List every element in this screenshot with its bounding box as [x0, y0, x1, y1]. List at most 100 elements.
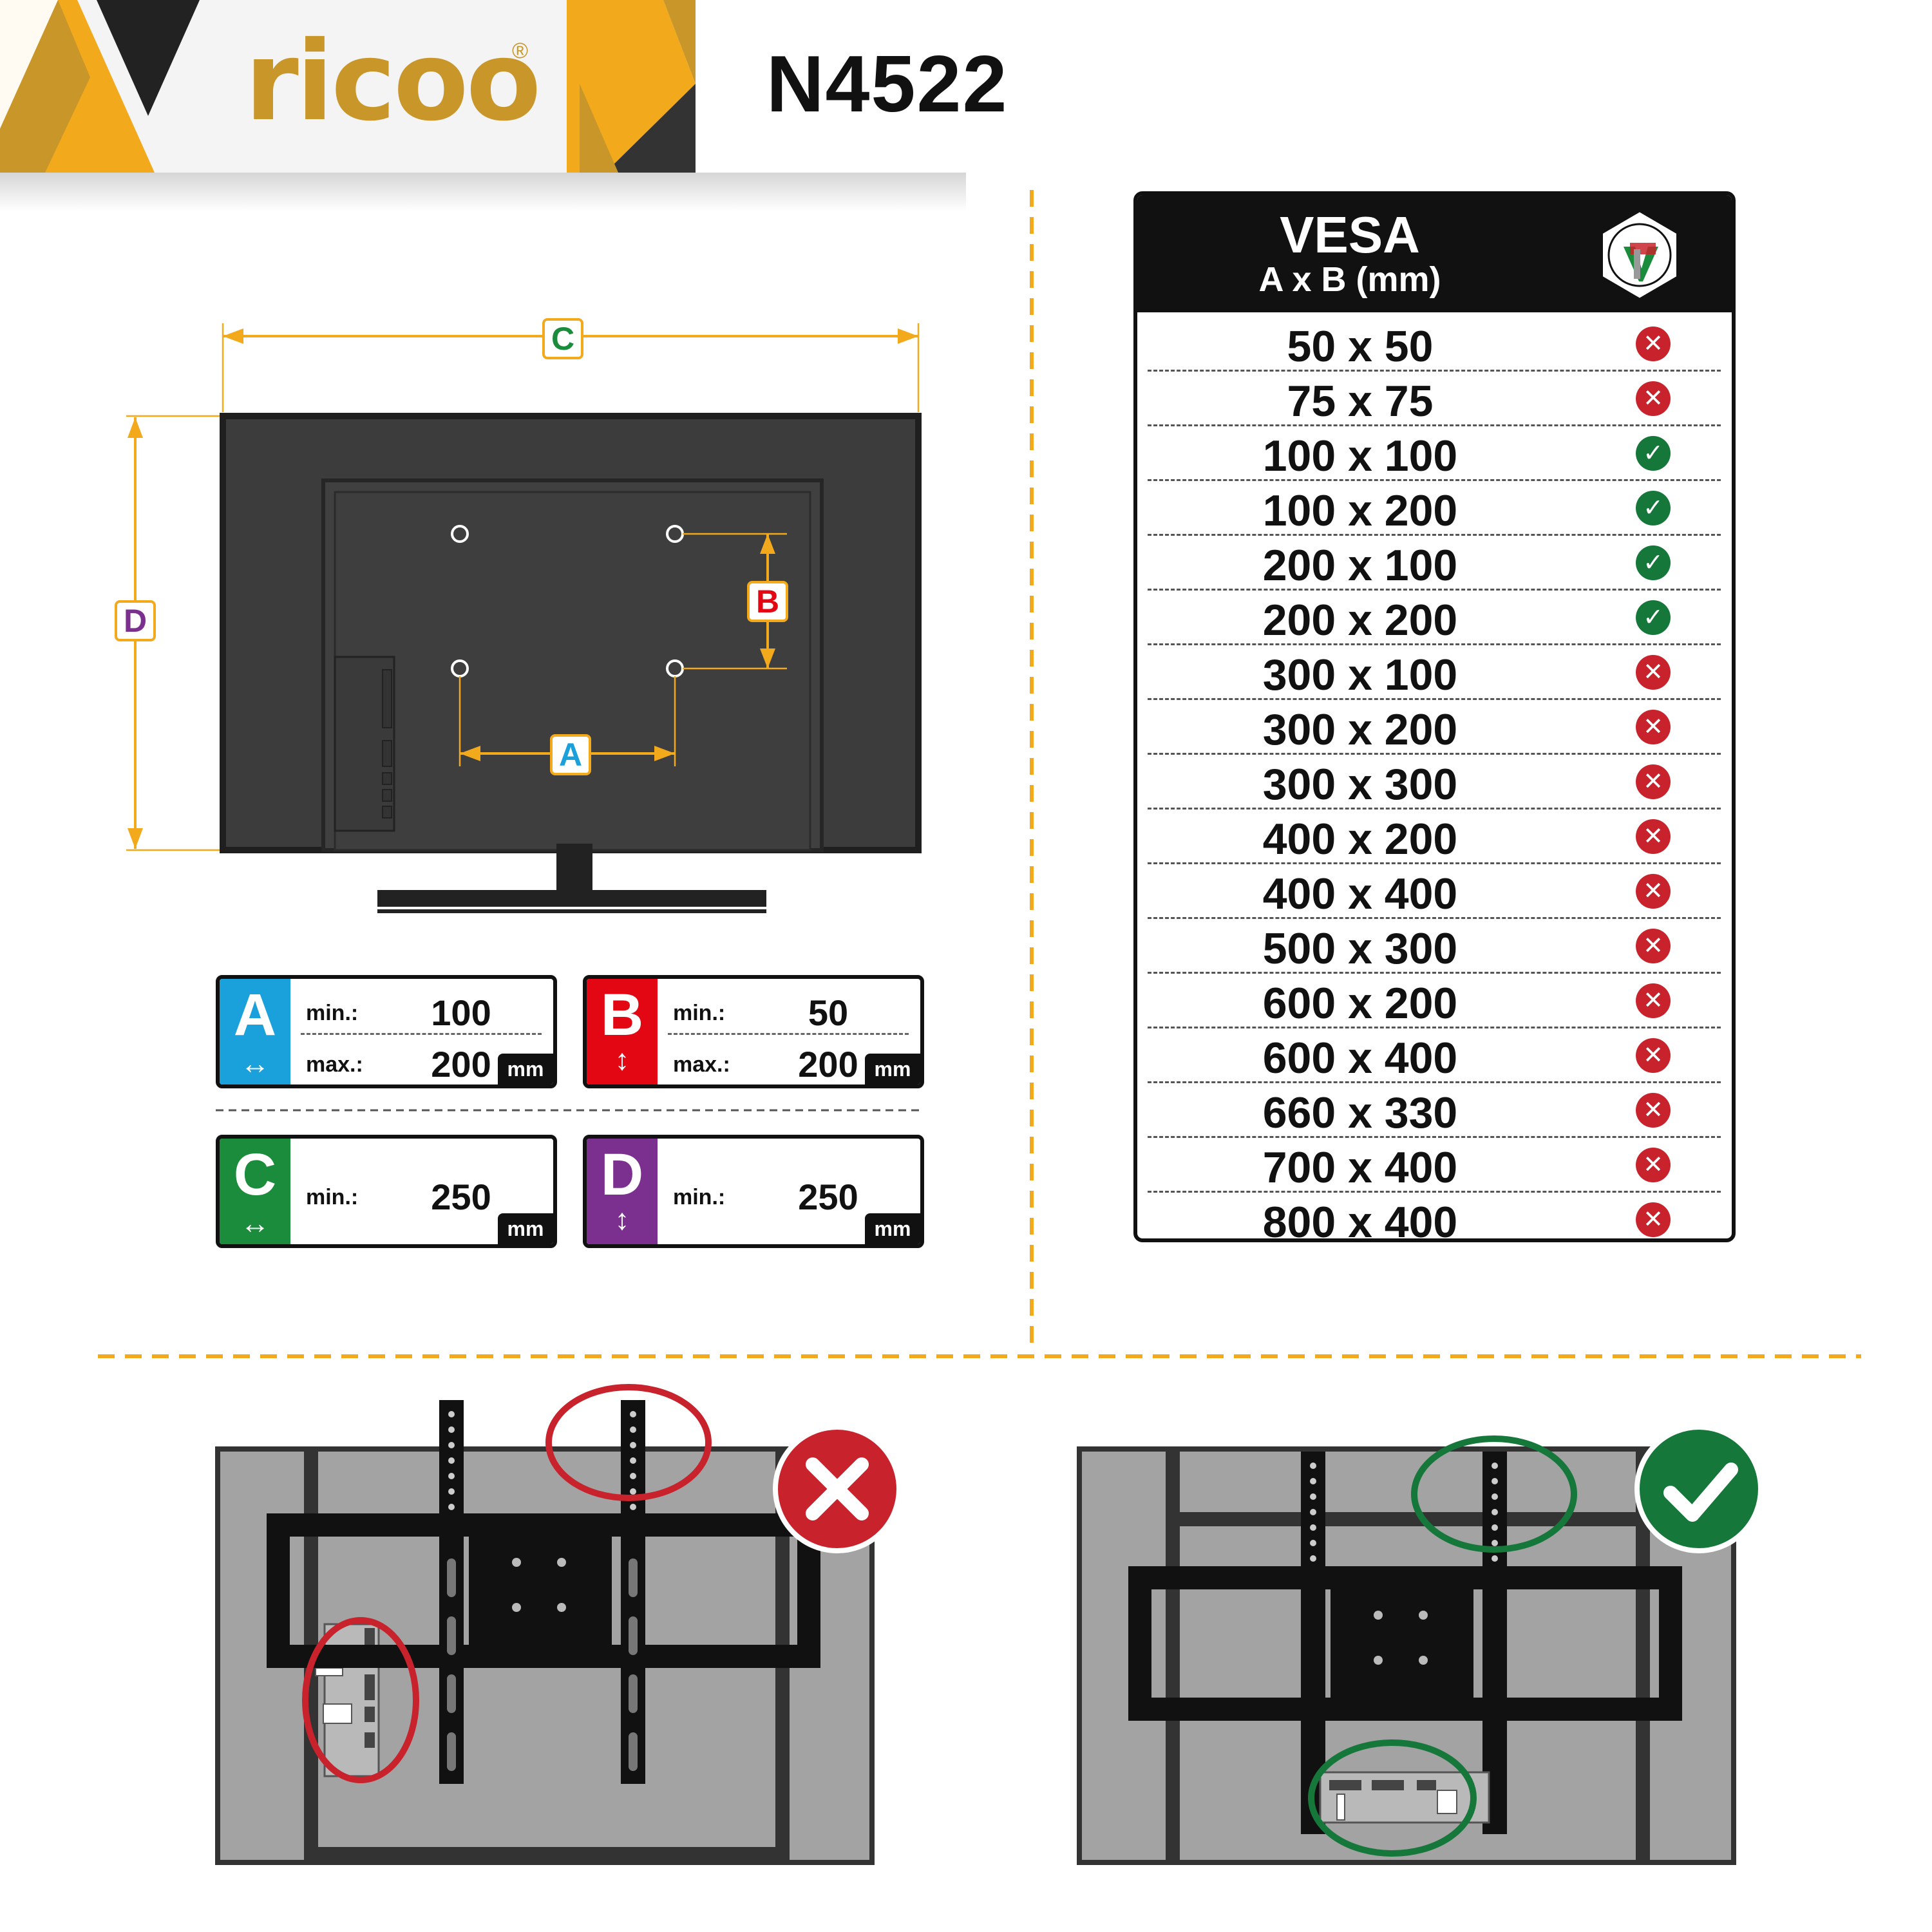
spec-unit: mm [498, 1054, 553, 1084]
x-circle-icon: ✕ [1636, 929, 1671, 963]
vesa-row: 400 x 400 ✕ [1148, 862, 1721, 919]
spec-min-value: 250 [798, 1177, 858, 1217]
spec-separator [301, 1033, 542, 1035]
vesa-size: 50 x 50 [1287, 322, 1434, 371]
vesa-row: 700 x 400 ✕ [1148, 1136, 1721, 1193]
spec-min-value: 250 [431, 1177, 491, 1217]
vesa-row: 300 x 300 ✕ [1148, 753, 1721, 810]
vesa-table-header: VESA A x B (mm) [1137, 195, 1732, 312]
vertical-arrow-icon: ↕ [614, 1043, 630, 1076]
vesa-size: 600 x 400 [1262, 1034, 1458, 1083]
section-dividers [98, 190, 1861, 1358]
vertical-arrow-icon: ↕ [614, 1202, 630, 1236]
spec-min-label: min.: [306, 1001, 359, 1025]
x-circle-icon: ✕ [1636, 1093, 1671, 1128]
spec-strip-b [587, 979, 658, 1084]
spec-box-a: A ↔ min.: 100 max.: 200 mm [216, 975, 557, 1088]
vesa-size: 400 x 200 [1262, 815, 1458, 864]
vesa-row: 600 x 400 ✕ [1148, 1027, 1721, 1083]
check-circle-icon: ✓ [1636, 600, 1671, 635]
brand-logo: ricoo [245, 18, 541, 146]
vesa-compatibility-table: VESA A x B (mm) 50 x 50 ✕ 75 x 75 ✕ 100 x 10… [1133, 191, 1736, 1242]
vesa-row: 800 x 400 ✕ [1148, 1191, 1721, 1242]
vesa-size: 300 x 100 [1262, 650, 1458, 699]
spec-min-label: min.: [673, 1001, 726, 1025]
vesa-size: 700 x 400 [1262, 1143, 1458, 1192]
vesa-size: 300 x 200 [1262, 705, 1458, 754]
vesa-row: 600 x 200 ✕ [1148, 972, 1721, 1028]
horizontal-arrow-icon: ↔ [240, 1206, 270, 1240]
x-circle-icon: ✕ [1636, 655, 1671, 690]
header-banner [0, 0, 966, 211]
spec-unit: mm [865, 1054, 920, 1084]
vesa-row: 500 x 300 ✕ [1148, 917, 1721, 974]
spec-unit: mm [498, 1213, 553, 1244]
spec-divider [216, 1109, 924, 1112]
vesa-row: 100 x 200 ✓ [1148, 479, 1721, 536]
vesa-subtitle: A x B (mm) [1258, 260, 1441, 299]
vesa-row: 200 x 200 ✓ [1148, 589, 1721, 645]
spec-min-value: 50 [808, 992, 849, 1033]
vesa-size: 800 x 400 [1262, 1198, 1458, 1242]
vesa-size: 100 x 200 [1262, 486, 1458, 535]
spec-min-label: min.: [673, 1185, 726, 1209]
dimension-b-badge: B [747, 581, 788, 622]
vesa-row: 400 x 200 ✕ [1148, 808, 1721, 864]
spec-separator [668, 1033, 909, 1035]
x-circle-icon: ✕ [1636, 327, 1671, 361]
spec-box-b: B ↕ min.: 50 max.: 200 mm [583, 975, 924, 1088]
vesa-size: 300 x 300 [1262, 760, 1458, 809]
vesa-row: 660 x 330 ✕ [1148, 1081, 1721, 1138]
vesa-row: 100 x 100 ✓ [1148, 424, 1721, 481]
vesa-size: 200 x 200 [1262, 596, 1458, 645]
spec-box-d: D ↕ min.: 250 mm [583, 1135, 924, 1248]
check-circle-icon: ✓ [1636, 436, 1671, 471]
check-mark-icon [1634, 1425, 1763, 1553]
spec-strip-c [220, 1139, 290, 1244]
spec-strip-a [220, 979, 290, 1084]
model-number: N4522 [766, 40, 1009, 129]
spec-box-c: C ↔ min.: 250 mm [216, 1135, 557, 1248]
dimension-d-badge: D [115, 600, 156, 641]
spec-letter-d: D [600, 1142, 644, 1208]
vesa-row: 75 x 75 ✕ [1148, 370, 1721, 426]
spec-strip-d [587, 1139, 658, 1244]
check-circle-icon: ✓ [1636, 491, 1671, 526]
x-circle-icon: ✕ [1636, 381, 1671, 416]
x-circle-icon: ✕ [1636, 764, 1671, 799]
spec-min-label: min.: [306, 1185, 359, 1209]
dimension-a-badge: A [550, 734, 591, 775]
vesa-compliant-logo [1599, 207, 1680, 303]
correct-installation-example [1077, 1425, 1763, 1865]
vesa-size: 500 x 300 [1262, 924, 1458, 973]
brand-logo-text: ricoo [245, 18, 541, 146]
vesa-size: 660 x 330 [1262, 1088, 1458, 1137]
vesa-row: 300 x 200 ✕ [1148, 698, 1721, 755]
x-circle-icon: ✕ [1636, 1148, 1671, 1182]
x-circle-icon: ✕ [1636, 1202, 1671, 1237]
vesa-title: VESA [1280, 206, 1420, 263]
wrong-installation-example [215, 1384, 902, 1865]
x-circle-icon: ✕ [1636, 874, 1671, 909]
horizontal-arrow-icon: ↔ [240, 1046, 270, 1080]
vesa-size: 75 x 75 [1287, 377, 1434, 426]
spec-max-value: 200 [431, 1044, 491, 1084]
vesa-size: 600 x 200 [1262, 979, 1458, 1028]
vesa-size: 400 x 400 [1262, 869, 1458, 918]
vesa-size: 100 x 100 [1262, 431, 1458, 480]
spec-max-label: max.: [306, 1052, 363, 1077]
spec-max-label: max.: [673, 1052, 730, 1077]
spec-letter-b: B [600, 982, 644, 1048]
x-circle-icon: ✕ [1636, 710, 1671, 744]
registered-mark: ® [512, 39, 529, 63]
dimension-c-badge: C [542, 318, 583, 359]
x-circle-icon: ✕ [1636, 819, 1671, 854]
x-circle-icon: ✕ [1636, 983, 1671, 1018]
spec-unit: mm [865, 1213, 920, 1244]
x-circle-icon: ✕ [1636, 1038, 1671, 1073]
vesa-row: 200 x 100✓ [1148, 534, 1721, 591]
vesa-row: 300 x 100 ✕ [1148, 643, 1721, 700]
spec-letter-a: A [233, 982, 277, 1048]
spec-min-value: 100 [431, 992, 491, 1033]
vesa-size: 200 x 100 [1262, 541, 1458, 590]
